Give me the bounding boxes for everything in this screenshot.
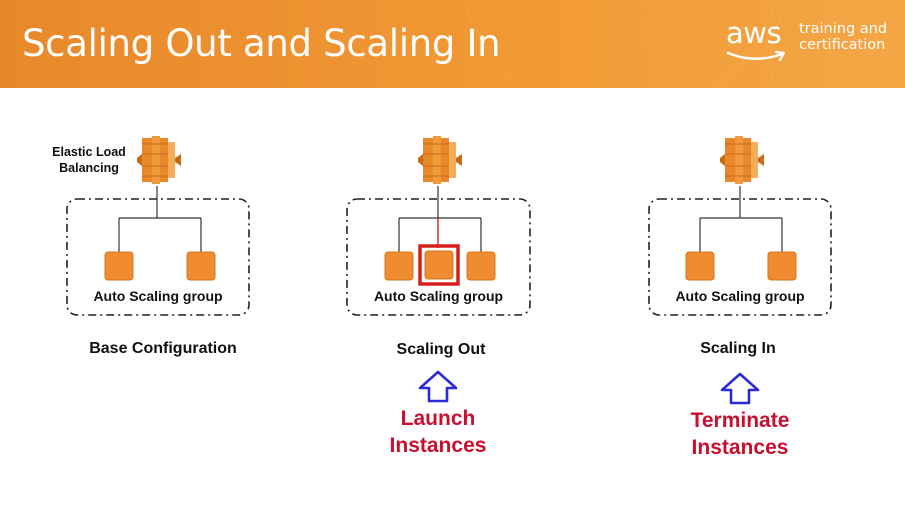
action-line: Launch bbox=[400, 407, 476, 430]
aws-training-logo: aws training and certification bbox=[724, 16, 894, 72]
ec2-instance-icon bbox=[466, 251, 496, 281]
ec2-instance-icon bbox=[685, 251, 715, 281]
elastic-load-balancing-icon bbox=[417, 135, 463, 185]
panel-base-configuration bbox=[66, 135, 250, 316]
panel-scaling-out bbox=[346, 135, 531, 403]
action-launch-instances: Launch Instances bbox=[358, 405, 518, 459]
ec2-instance-icon bbox=[424, 250, 454, 280]
auto-scaling-group-box bbox=[346, 198, 531, 316]
aws-logo-subtitle: training and certification bbox=[799, 21, 887, 53]
asg-label: Auto Scaling group bbox=[373, 288, 504, 304]
slide-header: Scaling Out and Scaling In aws training … bbox=[0, 0, 905, 88]
up-arrow-icon bbox=[418, 370, 458, 403]
action-terminate-instances: Terminate Instances bbox=[660, 407, 820, 461]
ec2-instance-icon bbox=[384, 251, 414, 281]
asg-label: Auto Scaling group bbox=[675, 288, 805, 304]
page-title: Scaling Out and Scaling In bbox=[22, 22, 501, 65]
elastic-load-balancing-icon bbox=[719, 135, 765, 185]
action-line: Terminate bbox=[690, 409, 790, 432]
caption-scaling-in: Scaling In bbox=[700, 340, 776, 357]
elastic-load-balancing-icon bbox=[136, 135, 182, 185]
asg-label: Auto Scaling group bbox=[93, 288, 223, 304]
aws-smile-icon bbox=[726, 50, 786, 62]
new-instance-highlight bbox=[418, 244, 460, 286]
header-decoration bbox=[464, 0, 881, 88]
ec2-instance-icon bbox=[186, 251, 216, 281]
elb-label: Elastic Load Balancing bbox=[52, 145, 126, 175]
aws-logo-word: aws bbox=[726, 16, 782, 50]
aws-logo-sub-line2: certification bbox=[799, 37, 886, 53]
caption-scaling-out: Scaling Out bbox=[396, 341, 486, 358]
ec2-instance-icon bbox=[104, 251, 134, 281]
action-line: Instances bbox=[691, 436, 789, 459]
up-arrow-icon bbox=[720, 372, 760, 405]
caption-base-configuration: Base Configuration bbox=[89, 340, 237, 357]
ec2-instance-icon bbox=[767, 251, 797, 281]
panel-scaling-in bbox=[648, 135, 832, 405]
action-line: Instances bbox=[389, 434, 487, 457]
aws-logo-sub-line1: training and bbox=[799, 21, 888, 37]
